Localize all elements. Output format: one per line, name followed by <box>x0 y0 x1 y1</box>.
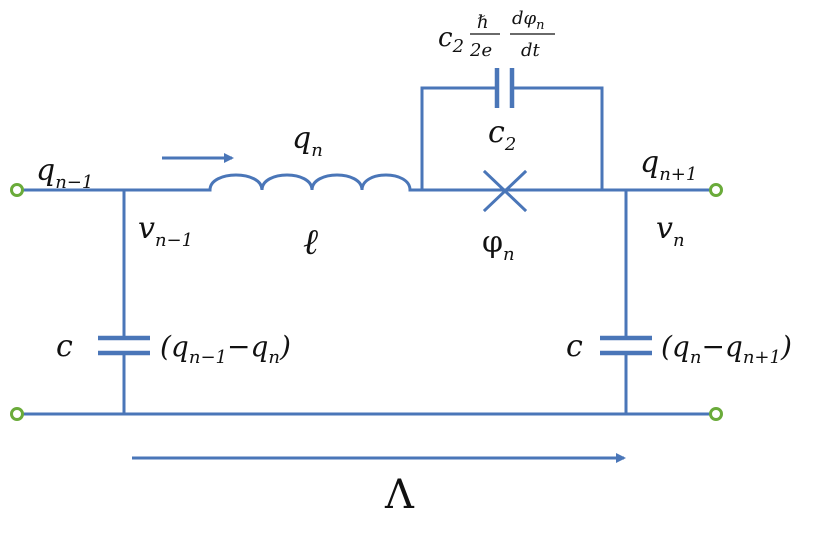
terminal-top-left <box>10 183 24 197</box>
charge-right-label: (qn−qn+1) <box>661 330 792 368</box>
inductor-label: ℓ <box>303 222 318 263</box>
c2-capacitor-label: c2 <box>488 115 516 155</box>
dt-denominator: dt <box>521 40 541 61</box>
junction-loop-left <box>420 86 499 192</box>
c-right-label: c <box>566 329 583 364</box>
c-left-label: c <box>56 329 73 364</box>
lambda-label: Λ <box>384 472 415 518</box>
q-n-label: qn <box>292 121 323 161</box>
charge-left-label: (qn−1−qn) <box>160 330 291 368</box>
q-next-label: qn+1 <box>640 145 697 185</box>
q-prev-label: qn−1 <box>36 153 93 193</box>
v-n-label: vn <box>656 211 685 251</box>
junction-loop-right <box>510 86 604 192</box>
v-prev-label: vn−1 <box>138 211 193 251</box>
terminal-bottom-left <box>10 407 24 421</box>
phi-label: φn <box>482 225 515 265</box>
c2-current-coefficient: c2 <box>438 23 464 57</box>
josephson-junction-cross-b <box>482 169 528 213</box>
two-e-denominator: 2e <box>469 40 492 61</box>
dphi-numerator: dφn <box>512 8 545 33</box>
terminal-bottom-right <box>709 407 723 421</box>
hbar-numerator: ℏ <box>477 12 489 33</box>
terminal-top-right <box>709 183 723 197</box>
inductor-coil <box>208 173 412 192</box>
